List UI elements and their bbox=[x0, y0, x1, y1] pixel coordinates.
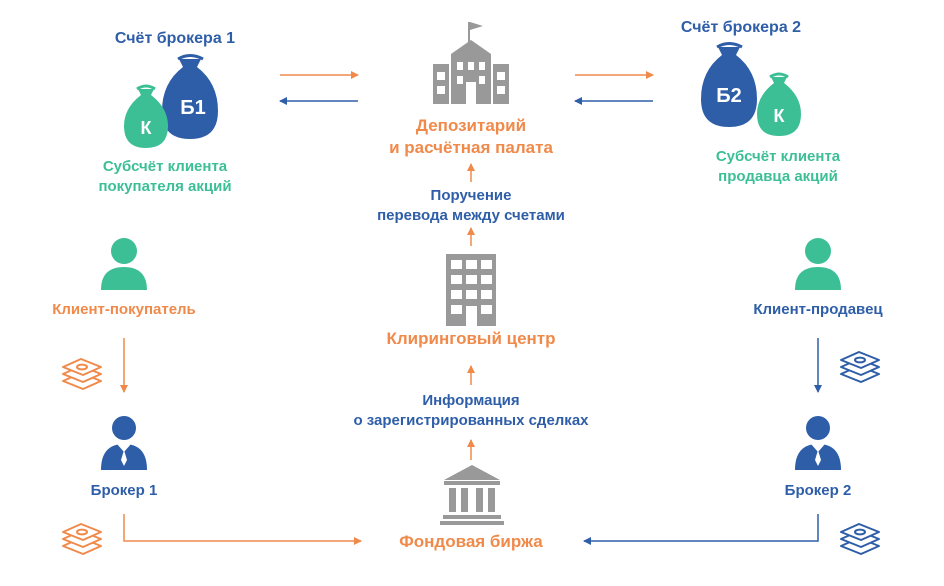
deals-info-line1: Информация bbox=[422, 392, 520, 409]
broker1-money-stack-icon bbox=[62, 523, 102, 555]
broker2-money-stack-icon bbox=[840, 523, 880, 555]
depository-line1: Депозитарий bbox=[415, 116, 527, 135]
broker2-subaccount-label: Субсчёт клиента продавца акций bbox=[698, 147, 858, 186]
broker1-subaccount-bag-label: К bbox=[141, 118, 153, 138]
broker1-subaccount-line2: покупателя акций bbox=[98, 177, 232, 195]
depository-line2: и расчётная палата bbox=[389, 138, 553, 158]
broker1-bag-label: Б1 bbox=[180, 97, 206, 119]
seller-person-icon bbox=[795, 238, 841, 290]
broker1-money-bags-icon: Б1 К bbox=[124, 54, 218, 148]
broker2-bag-label: Б2 bbox=[716, 85, 742, 107]
school-building-icon bbox=[433, 22, 509, 104]
broker1-label: Брокер 1 bbox=[90, 482, 158, 499]
deals-info-label: Информация о зарегистрированных сделках bbox=[316, 391, 626, 430]
broker1-account-title: Счёт брокера 1 bbox=[114, 30, 236, 47]
bank-columns-icon bbox=[440, 465, 504, 525]
deals-info-line2: о зарегистрированных сделках bbox=[353, 411, 589, 429]
arrow-broker1-to-exchange bbox=[123, 514, 362, 545]
transfer-order-label: Поручение перевода между счетами bbox=[336, 186, 606, 225]
broker2-subaccount-line1: Субсчёт клиента bbox=[715, 148, 841, 165]
broker2-person-icon bbox=[795, 416, 841, 470]
broker1-subaccount-line1: Субсчёт клиента bbox=[102, 158, 228, 175]
broker2-money-bags-icon: Б2 К bbox=[701, 42, 801, 136]
office-building-icon bbox=[446, 254, 496, 326]
buyer-client-label: Клиент-покупатель bbox=[52, 301, 196, 318]
broker2-subaccount-line2: продавца акций bbox=[718, 167, 838, 185]
seller-money-stack-icon bbox=[840, 351, 880, 383]
transfer-order-line2: перевода между счетами bbox=[377, 206, 565, 224]
broker1-person-icon bbox=[101, 416, 147, 470]
depository-label: Депозитарий и расчётная палата bbox=[361, 115, 581, 159]
buyer-person-icon bbox=[101, 238, 147, 290]
broker1-subaccount-label: Субсчёт клиента покупателя акций bbox=[85, 157, 245, 196]
broker2-subaccount-bag-label: К bbox=[774, 106, 786, 126]
broker2-account-title: Счёт брокера 2 bbox=[680, 19, 802, 36]
stock-exchange-label: Фондовая биржа bbox=[399, 532, 543, 551]
seller-client-label: Клиент-продавец bbox=[753, 301, 883, 318]
transfer-order-line1: Поручение bbox=[430, 187, 512, 204]
clearing-center-label: Клиринговый центр bbox=[386, 329, 556, 348]
buyer-money-stack-icon bbox=[62, 358, 102, 390]
broker2-label: Брокер 2 bbox=[784, 482, 852, 499]
arrow-broker2-to-exchange bbox=[583, 514, 819, 545]
